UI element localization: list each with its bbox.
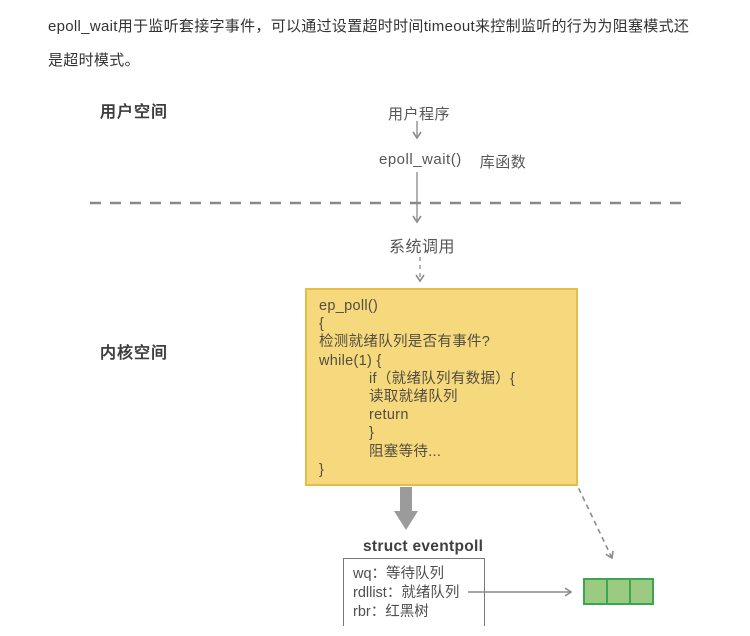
eventpoll-title: struct eventpoll: [363, 538, 484, 555]
code-line: ep_poll(): [319, 298, 379, 314]
code-line: {: [319, 316, 325, 333]
queue-cell: [629, 578, 654, 605]
eventpoll-struct-box: wq：等待队列 rdllist：就绪队列 rbr：红黑树: [343, 558, 485, 626]
queue-cell: [583, 578, 608, 605]
library-function-label: 库函数: [479, 154, 527, 171]
user-space-label: 用户空间: [100, 104, 169, 121]
intro-line-1: epoll_wait用于监听套接字事件，可以通过设置超时时间timeout来控制…: [48, 18, 690, 35]
code-line: return: [369, 407, 409, 424]
syscall-label: 系统调用: [389, 239, 456, 256]
code-line: if（就绪队列有数据）{: [369, 370, 516, 387]
code-line: }: [369, 425, 375, 442]
code-line: 检测就绪队列是否有事件?: [319, 334, 491, 351]
code-line: }: [319, 461, 325, 478]
code-line: 阻塞等待...: [369, 443, 442, 460]
epoll-wait-label: epoll_wait(): [379, 151, 462, 168]
ready-queue-cells: [583, 578, 654, 605]
epoll-wait-row: epoll_wait() 库函数: [379, 151, 526, 172]
eventpoll-field-rbr: rbr：红黑树: [353, 604, 429, 620]
thick-arrow-head-icon: [394, 511, 418, 530]
intro-paragraph: epoll_wait用于监听套接字事件，可以通过设置超时时间timeout来控制…: [48, 10, 689, 78]
code-line: 读取就绪队列: [369, 389, 458, 406]
ep-poll-code-box: ep_poll() { 检测就绪队列是否有事件? while(1) { if（就…: [305, 288, 578, 486]
eventpoll-field-rdllist: rdllist：就绪队列: [353, 585, 460, 601]
eventpoll-field-wq: wq：等待队列: [353, 566, 445, 582]
kernel-space-label: 内核空间: [100, 345, 169, 362]
user-program-label: 用户程序: [388, 106, 451, 123]
code-line: while(1) {: [319, 352, 382, 369]
queue-cell: [606, 578, 631, 605]
intro-line-2: 是超时模式。: [48, 52, 140, 69]
